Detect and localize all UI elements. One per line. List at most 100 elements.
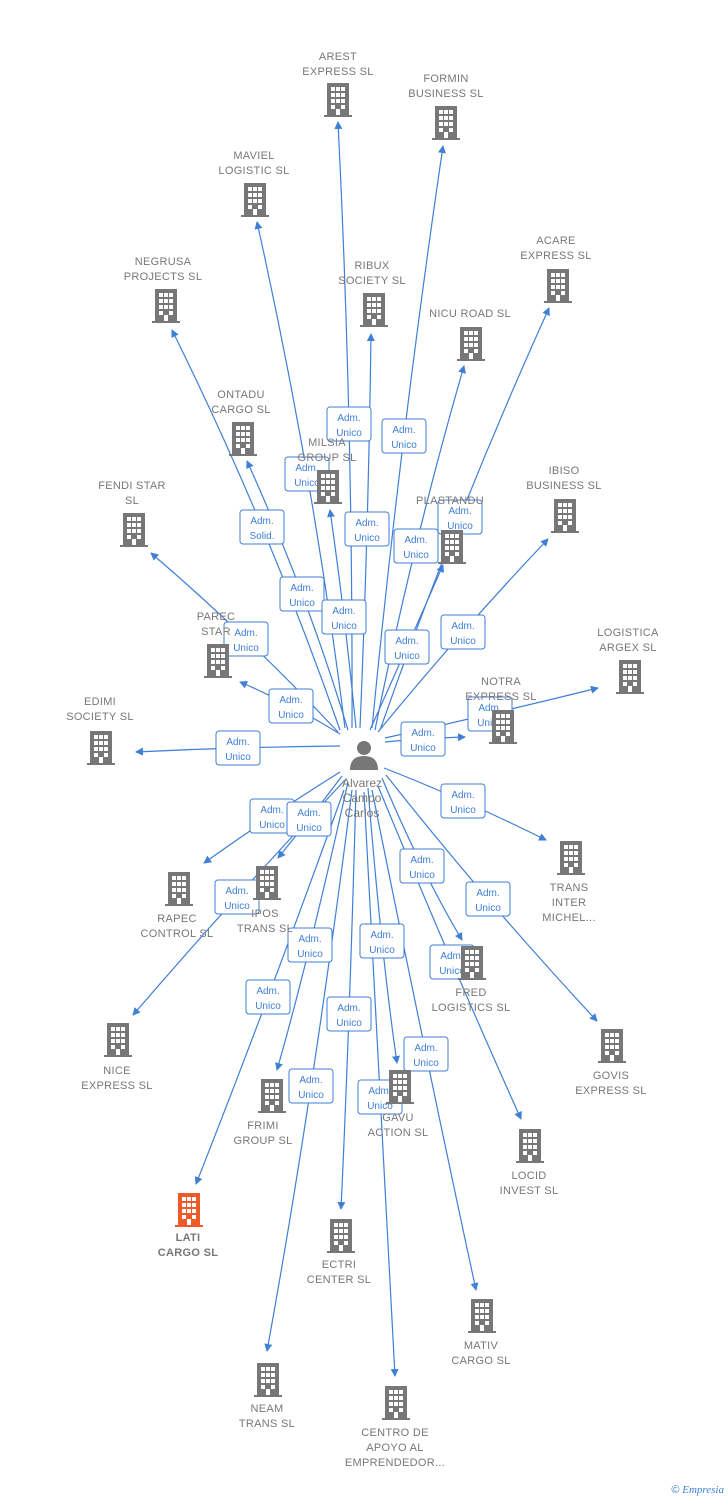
role-label-ontadu[interactable]: Adm.Unico bbox=[279, 576, 325, 612]
role-label-box bbox=[223, 621, 269, 657]
company-name-line: GROUP SL bbox=[233, 1135, 292, 1147]
role-label-nicu[interactable]: Adm.Unico bbox=[393, 528, 439, 564]
role-label-box bbox=[326, 406, 372, 442]
role-label-line: Unico bbox=[278, 710, 304, 721]
company-name-line: CARGO SL bbox=[451, 1355, 510, 1367]
role-label-plastandu[interactable]: Adm.Unico bbox=[384, 629, 430, 665]
role-label-gavu[interactable]: Adm.Unico bbox=[359, 923, 405, 959]
role-label-parec[interactable]: Adm.Unico bbox=[268, 688, 314, 724]
role-label-line: Adm. bbox=[290, 583, 313, 594]
role-label-negrusa[interactable]: Adm.Solid. bbox=[239, 509, 285, 545]
building-icon bbox=[204, 644, 232, 678]
role-label-ibiso[interactable]: Adm.Unico bbox=[440, 614, 486, 650]
role-label-line: Unico bbox=[336, 428, 362, 439]
company-node-nicu[interactable]: NICU ROAD SL bbox=[429, 308, 511, 361]
role-label-box bbox=[268, 688, 314, 724]
company-name-line: ARGEX SL bbox=[599, 642, 656, 654]
company-node-plastandu[interactable]: PLASTANDU bbox=[416, 495, 484, 564]
role-label-trans[interactable]: Adm.Unico bbox=[440, 783, 486, 819]
role-label-line: Adm. bbox=[392, 425, 415, 436]
company-name-line: EXPRESS SL bbox=[302, 66, 373, 78]
role-label-line: Adm. bbox=[297, 808, 320, 819]
role-label-nice[interactable]: Adm.Unico bbox=[214, 879, 260, 915]
role-label-line: Adm. bbox=[440, 951, 463, 962]
role-label-ribux[interactable]: Adm.Unico bbox=[344, 511, 390, 547]
role-label-box bbox=[384, 629, 430, 665]
role-label-frimi[interactable]: Adm.Unico bbox=[287, 927, 333, 963]
company-name-line: LOCID bbox=[511, 1170, 546, 1182]
role-label-line: Unico bbox=[410, 743, 436, 754]
role-label-notra[interactable]: Adm.Unico bbox=[400, 721, 446, 757]
building-icon bbox=[432, 106, 460, 140]
role-label-line: Adm. bbox=[260, 805, 283, 816]
company-name-line: ONTADU bbox=[217, 389, 264, 401]
role-label-fendi[interactable]: Adm.Unico bbox=[223, 621, 269, 657]
role-label-line: Adm. bbox=[451, 621, 474, 632]
role-label-arest[interactable]: Adm.Unico bbox=[326, 406, 372, 442]
role-label-box bbox=[245, 979, 291, 1015]
company-name-line: ECTRI bbox=[322, 1259, 357, 1271]
role-label-ipos[interactable]: Adm.Unico bbox=[286, 801, 332, 837]
company-name-line: ACTION SL bbox=[368, 1127, 429, 1139]
building-icon bbox=[165, 872, 193, 906]
role-label-mativ[interactable]: Adm.Unico bbox=[403, 1036, 449, 1072]
company-node-trans[interactable]: TRANSINTERMICHEL... bbox=[542, 841, 595, 924]
company-name-line: CONTROL SL bbox=[141, 928, 214, 940]
building-icon bbox=[104, 1023, 132, 1057]
person-node[interactable]: Alvarez Campo Carlos bbox=[342, 741, 382, 820]
building-icon bbox=[458, 946, 486, 980]
role-label-govis[interactable]: Adm.Unico bbox=[465, 881, 511, 917]
role-label-lati[interactable]: Adm.Unico bbox=[245, 979, 291, 1015]
company-name-line: IBISO bbox=[549, 465, 580, 477]
role-label-acare[interactable]: Adm.Unico bbox=[437, 499, 483, 535]
building-icon bbox=[598, 1029, 626, 1063]
company-name-line: TRANS SL bbox=[237, 923, 293, 935]
company-node-ipos[interactable]: IPOS TRANS SL bbox=[237, 866, 293, 935]
role-label-box bbox=[359, 923, 405, 959]
role-label-edimi[interactable]: Adm.Unico bbox=[215, 730, 261, 766]
role-label-line: Adm. bbox=[478, 703, 501, 714]
role-label-ectri[interactable]: Adm.Unico bbox=[326, 996, 372, 1032]
role-label-box bbox=[381, 418, 427, 454]
role-label-formin[interactable]: Adm.Unico bbox=[381, 418, 427, 454]
company-name-line: TRANS SL bbox=[239, 1418, 295, 1430]
building-icon bbox=[241, 183, 269, 217]
footer-brand[interactable]: © Empresia bbox=[671, 1484, 724, 1496]
building-icon bbox=[551, 499, 579, 533]
building-icon bbox=[152, 289, 180, 323]
company-name-line: BUSINESS SL bbox=[408, 88, 483, 100]
role-label-neam[interactable]: Adm.Unico bbox=[288, 1068, 334, 1104]
role-label-milsia[interactable]: Adm.Unico bbox=[321, 599, 367, 635]
company-name-line: NICE bbox=[103, 1065, 130, 1077]
building-icon bbox=[314, 470, 342, 504]
person-name-line-1: Alvarez bbox=[342, 776, 382, 790]
role-label-fred[interactable]: Adm.Unico bbox=[399, 848, 445, 884]
company-name-line: IPOS bbox=[251, 908, 279, 920]
